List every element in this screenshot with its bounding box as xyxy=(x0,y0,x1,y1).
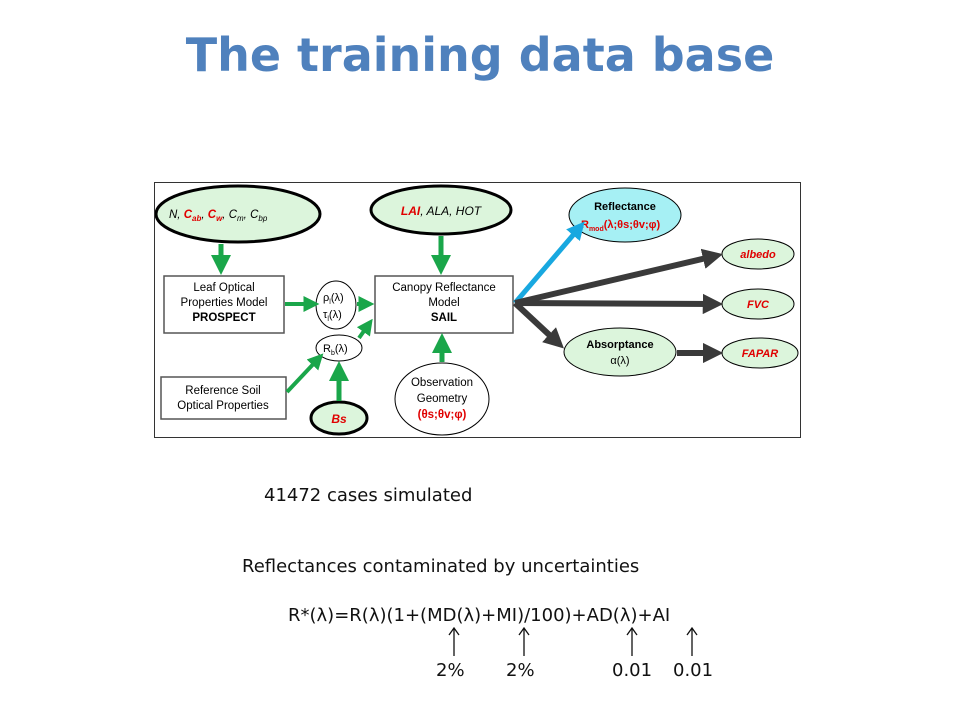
svg-text:Model: Model xyxy=(428,297,459,309)
arrow-canopy-to-albedo xyxy=(514,248,723,306)
model-flow-diagram: N, Cab, Cw, Cm, Cbp LAI, ALA, HOT Leaf O… xyxy=(154,182,801,438)
svg-text:SAIL: SAIL xyxy=(431,312,457,324)
arrow-canopy-to-fvc xyxy=(514,293,724,315)
soil-properties-box: Reference Soil Optical Properties xyxy=(160,376,287,420)
soil-reflectance-ellipse: Rb(λ) xyxy=(315,334,363,362)
arrow-soilrefl-to-canopy xyxy=(356,318,373,340)
fvc-output-ellipse: FVC xyxy=(721,288,795,320)
ai-uncertainty-value: 0.01 xyxy=(673,660,714,681)
svg-text:Observation: Observation xyxy=(411,377,473,389)
arrow-canopy-to-reflectance xyxy=(513,221,585,305)
leaf-inputs-ellipse: N, Cab, Cw, Cm, Cbp xyxy=(154,184,322,244)
svg-text:Rmod(λ;θs;θv;φ): Rmod(λ;θs;θv;φ) xyxy=(581,219,661,233)
mi-uncertainty-value: 2% xyxy=(506,660,535,681)
canopy-inputs-text: LAI, ALA, HOT xyxy=(401,204,483,218)
slide-title: The training data base xyxy=(185,28,775,82)
observation-geometry-ellipse: Observation Geometry (θs;θv;φ) xyxy=(394,362,490,436)
md-uncertainty-value: 2% xyxy=(436,660,465,681)
arrow-canopy-to-absorptance xyxy=(512,300,564,349)
flow-diagram-svg: N, Cab, Cw, Cm, Cbp LAI, ALA, HOT Leaf O… xyxy=(154,184,799,436)
leaf-optical-props-ellipse: ρl(λ) τl(λ) xyxy=(315,280,357,330)
svg-text:FVC: FVC xyxy=(747,299,770,311)
svg-text:(θs;θv;φ): (θs;θv;φ) xyxy=(418,409,467,421)
leaf-inputs-text: N, Cab, Cw, Cm, Cbp xyxy=(169,209,268,223)
svg-text:Optical Properties: Optical Properties xyxy=(177,400,269,412)
svg-text:albedo: albedo xyxy=(740,249,776,261)
fapar-output-ellipse: FAPAR xyxy=(721,337,799,369)
canopy-model-box: Canopy Reflectance Model SAIL xyxy=(374,275,514,334)
svg-text:τl(λ): τl(λ) xyxy=(323,309,342,323)
bs-ellipse: Bs xyxy=(309,400,369,436)
absorptance-ellipse: Absorptance α(λ) xyxy=(563,327,677,377)
svg-text:Properties Model: Properties Model xyxy=(181,297,268,309)
svg-text:α(λ): α(λ) xyxy=(610,355,629,367)
svg-text:Leaf Optical: Leaf Optical xyxy=(193,282,254,294)
up-arrow-icon xyxy=(686,627,698,656)
albedo-output-ellipse: albedo xyxy=(721,238,795,270)
up-arrow-icon xyxy=(626,627,638,656)
svg-text:FAPAR: FAPAR xyxy=(742,348,779,360)
svg-text:PROSPECT: PROSPECT xyxy=(192,312,255,324)
reflectance-ellipse: Reflectance Rmod(λ;θs;θv;φ) xyxy=(568,187,682,243)
leaf-model-box: Leaf Optical Properties Model PROSPECT xyxy=(163,275,285,334)
svg-text:Absorptance: Absorptance xyxy=(586,339,653,351)
up-arrow-icon xyxy=(518,627,530,656)
svg-text:Bs: Bs xyxy=(331,412,347,426)
svg-text:ρl(λ): ρl(λ) xyxy=(323,292,344,306)
svg-text:Reflectance: Reflectance xyxy=(594,201,656,213)
uncertainty-formula: R*(λ)=R(λ)(1+(MD(λ)+MI)/100)+AD(λ)+AI xyxy=(288,605,671,626)
svg-text:Reference Soil: Reference Soil xyxy=(185,385,260,397)
cases-simulated-text: 41472 cases simulated xyxy=(264,485,473,506)
uncertainty-text: Reflectances contaminated by uncertainti… xyxy=(242,556,640,577)
svg-text:Geometry: Geometry xyxy=(417,393,468,405)
arrow-soil-to-refl xyxy=(285,353,324,394)
svg-text:Canopy Reflectance: Canopy Reflectance xyxy=(392,282,496,294)
svg-text:Rb(λ): Rb(λ) xyxy=(323,343,348,357)
canopy-inputs-ellipse: LAI, ALA, HOT xyxy=(369,184,513,236)
up-arrow-icon xyxy=(448,627,460,656)
ad-uncertainty-value: 0.01 xyxy=(612,660,653,681)
